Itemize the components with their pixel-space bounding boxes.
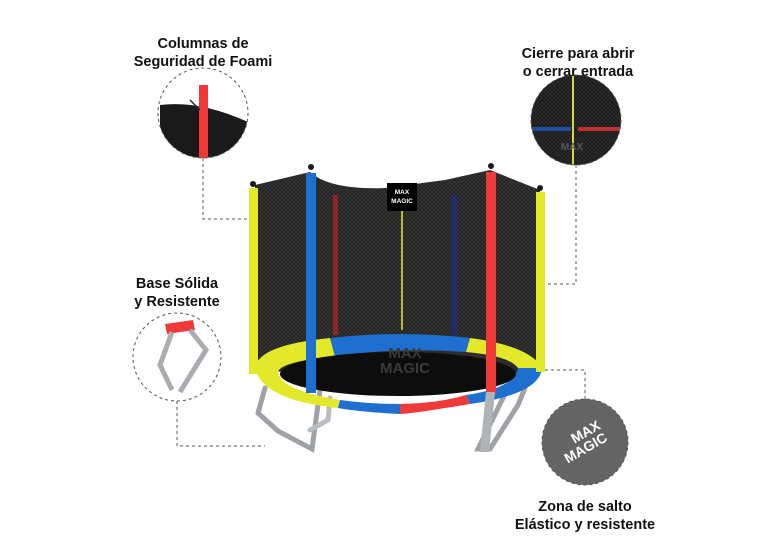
leg-front-right — [480, 392, 495, 452]
callout-foam-columns-line2: Seguridad de Foami — [133, 54, 273, 70]
callout-foam-columns: Columnas de Seguridad de Foami — [132, 35, 274, 71]
detail-foam-columns — [157, 67, 249, 159]
inner-pole-red — [333, 195, 338, 335]
pad-blue-right — [466, 368, 542, 404]
pole-red-front — [486, 172, 496, 394]
callout-zipper: Cierre para abrir o cerrar entrada — [510, 45, 646, 81]
callout-jump-zone: Zona de salto Elástico y resistente — [508, 498, 662, 534]
brand-tag-line2: MAGIC — [391, 198, 413, 205]
brand-tag-line1: MAX — [395, 189, 410, 196]
jump-mat — [280, 352, 516, 396]
pad-yellow-left — [255, 338, 340, 408]
mat-logo-line1: MAX — [388, 345, 421, 362]
pad-red-front — [400, 395, 470, 414]
mat-logo-line2: MAGIC — [380, 360, 430, 377]
detail-jump-zone: MAX MAGIC — [541, 398, 629, 486]
callout-base: Base Sólida y Resistente — [124, 275, 230, 311]
connector-foam-columns — [202, 158, 250, 220]
detail-zipper: MAX — [530, 74, 622, 166]
pole-cap-3 — [488, 163, 494, 169]
pole-blue-front — [306, 173, 316, 393]
pole-cap-1 — [250, 181, 256, 187]
pole-cap-4 — [537, 185, 543, 191]
pole-yellow-left — [249, 188, 258, 374]
jump-mat-assembly: MAX MAGIC — [255, 334, 542, 414]
pad-blue-front — [338, 400, 400, 414]
callout-base-line1: Base Sólida — [135, 276, 219, 292]
pole-yellow-right — [536, 192, 545, 372]
foam-poles — [249, 163, 545, 452]
connector-base — [176, 401, 265, 447]
inner-pole-navy — [452, 195, 457, 335]
callout-foam-columns-line1: Columnas de — [157, 36, 249, 52]
pad-blue-back — [330, 334, 470, 356]
callout-zipper-line1: Cierre para abrir — [521, 46, 635, 62]
callout-zipper-line2: o cerrar entrada — [522, 64, 634, 80]
safety-net: MAX MAGIC — [255, 170, 540, 376]
detail-base — [132, 312, 222, 402]
net-body — [255, 170, 540, 376]
callout-jump-zone-line2: Elástico y resistente — [514, 517, 656, 533]
callout-base-line2: y Resistente — [134, 294, 220, 310]
zipper-detail-logo: MAX — [561, 142, 584, 153]
pole-cap-2 — [308, 164, 314, 170]
pad-yellow-back-right — [466, 338, 542, 368]
connector-jump-zone — [540, 369, 586, 399]
brand-tag: MAX MAGIC — [387, 183, 417, 211]
callout-jump-zone-line1: Zona de salto — [538, 499, 632, 515]
